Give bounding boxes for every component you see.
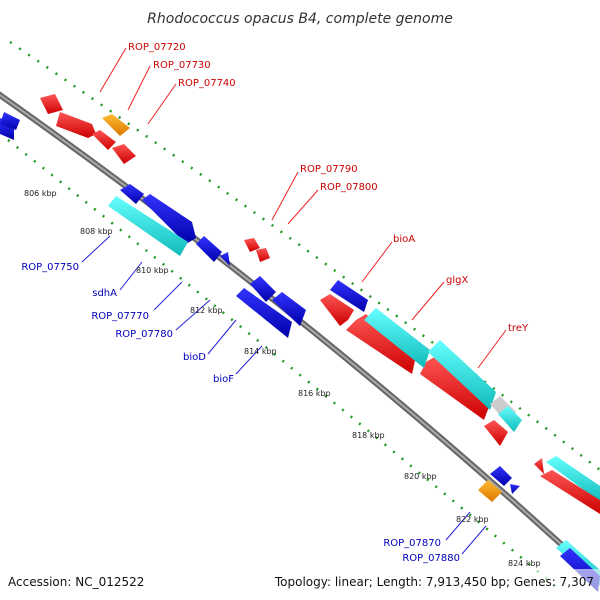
gene-feature[interactable] xyxy=(196,236,222,262)
gene-label[interactable]: ROP_07770 xyxy=(91,311,149,322)
gene-feature[interactable] xyxy=(420,356,490,420)
gene-feature[interactable] xyxy=(250,276,276,302)
gene-feature[interactable] xyxy=(498,406,522,432)
gene-feature[interactable] xyxy=(510,484,520,494)
gene-feature[interactable] xyxy=(120,184,144,204)
gene-label[interactable]: ROP_07800 xyxy=(320,182,378,193)
gene-feature[interactable] xyxy=(484,420,508,446)
gene-label[interactable]: ROP_07870 xyxy=(383,538,441,549)
gene-feature[interactable] xyxy=(364,308,430,368)
gene-feature[interactable] xyxy=(236,288,292,338)
gene-feature[interactable] xyxy=(112,144,136,164)
tick-label: 822 kbp xyxy=(456,515,489,524)
gene-label[interactable]: glgX xyxy=(446,275,468,286)
gene-feature[interactable] xyxy=(220,252,230,266)
genome-backbone-highlight xyxy=(0,93,600,581)
callouts-bottom xyxy=(81,235,487,555)
callouts-top xyxy=(99,47,507,369)
gene-feature[interactable] xyxy=(0,112,20,130)
gene-label[interactable]: sdhA xyxy=(92,288,117,299)
map-title: Rhodococcus opacus B4, complete genome xyxy=(147,11,453,27)
gene-feature[interactable] xyxy=(244,238,260,252)
scale-ticks: 806 kbp 808 kbp 810 kbp 812 kbp 814 kbp … xyxy=(24,189,541,568)
gene-feature[interactable] xyxy=(92,130,116,150)
gene-label[interactable]: ROP_07720 xyxy=(128,42,186,53)
footer-backdrop xyxy=(0,569,600,600)
gene-feature[interactable] xyxy=(56,112,96,138)
accession-text: Accession: NC_012522 xyxy=(8,575,144,589)
tick-label: 808 kbp xyxy=(80,227,113,236)
gene-feature[interactable] xyxy=(256,248,270,262)
gene-label[interactable]: bioD xyxy=(183,352,206,363)
gene-feature[interactable] xyxy=(534,458,544,474)
gene-feature[interactable] xyxy=(540,470,600,514)
gene-label[interactable]: bioA xyxy=(393,234,415,245)
genes-forward xyxy=(40,94,600,514)
gene-feature[interactable] xyxy=(102,114,130,136)
genes-reverse xyxy=(0,112,600,592)
tick-label: 820 kbp xyxy=(404,472,437,481)
gene-feature[interactable] xyxy=(108,196,188,256)
gene-feature[interactable] xyxy=(40,94,63,114)
tick-label: 812 kbp xyxy=(190,306,223,315)
gene-feature[interactable] xyxy=(142,194,196,244)
gene-feature[interactable] xyxy=(490,466,512,486)
gene-feature[interactable] xyxy=(320,294,354,326)
gene-label[interactable]: ROP_07880 xyxy=(402,553,460,564)
tick-label: 810 kbp xyxy=(136,266,169,275)
genome-backbone xyxy=(0,91,600,583)
gene-label[interactable]: ROP_07730 xyxy=(153,60,211,71)
gene-label[interactable]: ROP_07740 xyxy=(178,78,236,89)
tick-label: 816 kbp xyxy=(298,389,331,398)
gene-label[interactable]: ROP_07750 xyxy=(21,262,79,273)
gene-labels-top: ROP_07720 ROP_07730 ROP_07740 ROP_07790 … xyxy=(128,42,529,334)
gene-feature[interactable] xyxy=(428,340,496,410)
gene-feature[interactable] xyxy=(346,314,416,374)
genome-summary-text: Topology: linear; Length: 7,913,450 bp; … xyxy=(274,575,594,589)
gene-label[interactable]: ROP_07790 xyxy=(300,164,358,175)
tick-label: 814 kbp xyxy=(244,347,277,356)
gene-feature[interactable] xyxy=(272,292,306,326)
gene-feature[interactable] xyxy=(330,280,368,312)
gene-feature[interactable] xyxy=(478,480,502,502)
tick-label: 818 kbp xyxy=(352,431,385,440)
gene-label[interactable]: bioF xyxy=(213,374,234,385)
tick-label: 824 kbp xyxy=(508,559,541,568)
tick-label: 806 kbp xyxy=(24,189,57,198)
gene-labels-bottom: ROP_07750 sdhA ROP_07770 ROP_07780 bioD … xyxy=(21,262,460,564)
guide-outer-top xyxy=(9,40,600,471)
track-guides xyxy=(7,40,600,591)
gene-label[interactable]: ROP_07780 xyxy=(115,329,173,340)
gene-label[interactable]: treY xyxy=(508,323,529,334)
gene-feature[interactable] xyxy=(546,456,600,502)
